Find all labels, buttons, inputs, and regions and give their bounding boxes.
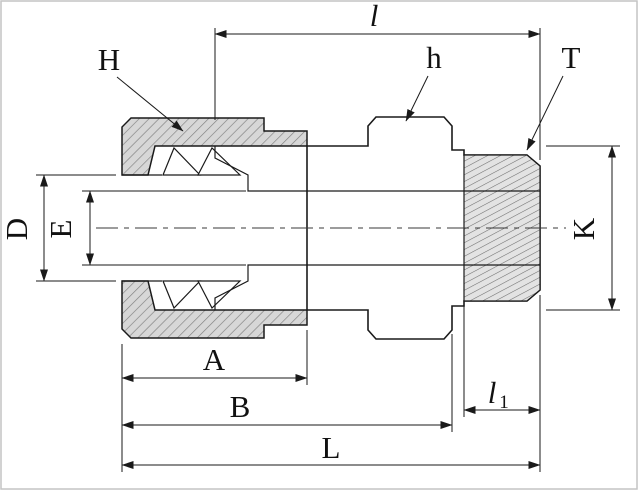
dim-K-label: K (566, 217, 601, 240)
dim-E-label: E (43, 220, 78, 239)
callout-T: T (526, 40, 581, 151)
dim-l1-subscript: 1 (499, 392, 509, 413)
dim-l1-extension-lines (463, 295, 541, 472)
dim-K-extension-lines (546, 145, 620, 311)
dim-E: E (43, 190, 246, 266)
dim-l: l (214, 0, 541, 160)
callout-T-label: T (562, 40, 581, 75)
body-seat-and-bore (214, 146, 540, 310)
dim-L-label: L (322, 430, 341, 465)
callout-T-leader (526, 75, 564, 151)
dim-A: A (121, 330, 308, 472)
front-ferrule-top (197, 147, 242, 176)
back-ferrule-bottom (162, 280, 202, 310)
nut-upper-half (121, 117, 308, 176)
dim-D: D (0, 174, 116, 282)
dim-l1: l 1 (463, 295, 541, 472)
dim-D-label: D (0, 218, 34, 240)
back-ferrule-top (162, 146, 202, 176)
dim-D-extension-lines (36, 174, 116, 282)
dim-K: K (546, 145, 620, 311)
ferrules (162, 146, 242, 310)
callout-h-leader (405, 75, 429, 122)
dim-l1-label: l (488, 375, 497, 410)
callout-H-leader (116, 76, 184, 132)
dim-l-label: l (370, 0, 379, 33)
dim-B: B (121, 334, 453, 432)
dim-L: L (121, 430, 541, 469)
bore-lines (122, 146, 540, 310)
tube-hole-lines (122, 174, 162, 282)
dim-B-label: B (230, 389, 251, 424)
callout-h: h (405, 40, 442, 122)
callout-H: H (98, 42, 184, 132)
front-ferrule-bottom (197, 280, 242, 309)
dim-E-extension-lines (82, 190, 246, 266)
dim-A-label: A (203, 342, 226, 377)
nut-section (121, 117, 308, 339)
nut-lower-half (121, 280, 308, 339)
callout-h-label: h (426, 40, 442, 75)
callout-H-label: H (98, 42, 120, 77)
dim-l-extension-lines (214, 28, 541, 160)
